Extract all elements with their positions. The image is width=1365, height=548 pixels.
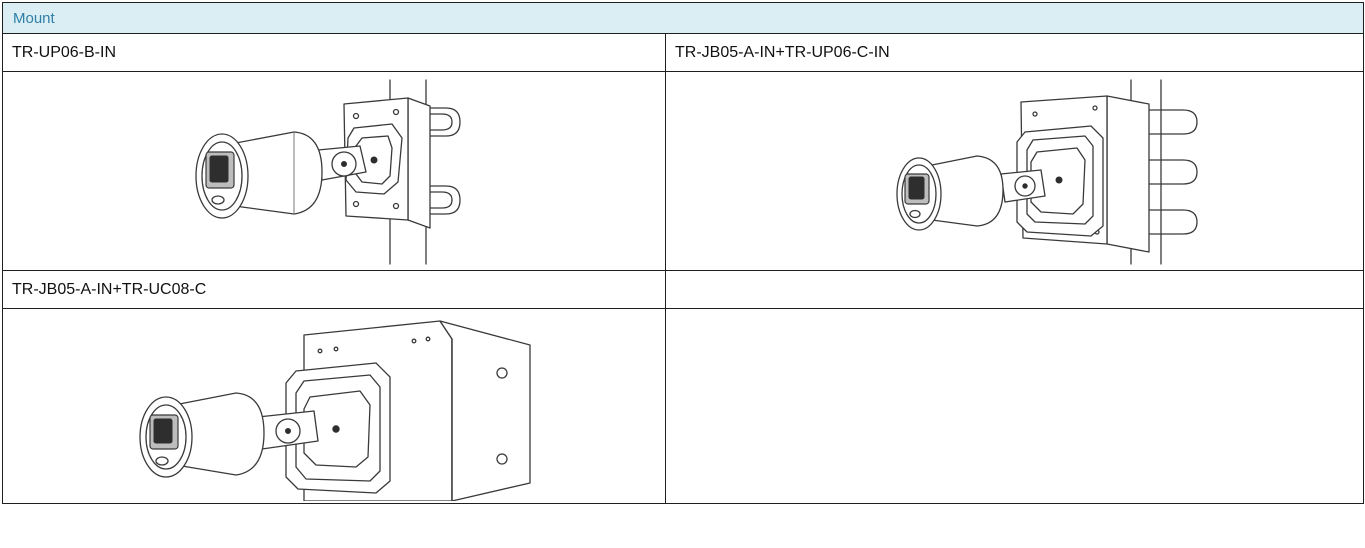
table-row: TR-JB05-A-IN+TR-UC08-C bbox=[2, 270, 1365, 309]
empty-image-cell bbox=[664, 308, 1365, 504]
camera-pole-mount-illustration bbox=[195, 79, 461, 265]
table-row: TR-UP06-B-IN TR-JB05-A-IN+TR-UP06-C-IN bbox=[2, 33, 1365, 72]
image-cell-jb05-up06c bbox=[664, 71, 1365, 271]
image-cell-up06b bbox=[2, 71, 666, 271]
camera-junction-box-corner-mount-illustration bbox=[139, 320, 531, 501]
model-label-jb05-uc08c: TR-JB05-A-IN+TR-UC08-C bbox=[2, 270, 666, 309]
camera-junction-box-pole-mount-illustration bbox=[895, 79, 1198, 265]
table-header: Mount bbox=[1, 2, 1365, 34]
table-row bbox=[2, 71, 1365, 271]
mount-table: Mount TR-UP06-B-IN TR-JB05-A-IN+TR-UP06-… bbox=[1, 2, 1365, 504]
model-label-jb05-up06c: TR-JB05-A-IN+TR-UP06-C-IN bbox=[664, 33, 1365, 72]
empty-label-cell bbox=[664, 270, 1365, 309]
table-header-row: Mount bbox=[1, 2, 1365, 34]
image-cell-jb05-uc08c bbox=[2, 308, 666, 504]
table-row bbox=[2, 308, 1365, 504]
model-label-up06b: TR-UP06-B-IN bbox=[2, 33, 666, 72]
